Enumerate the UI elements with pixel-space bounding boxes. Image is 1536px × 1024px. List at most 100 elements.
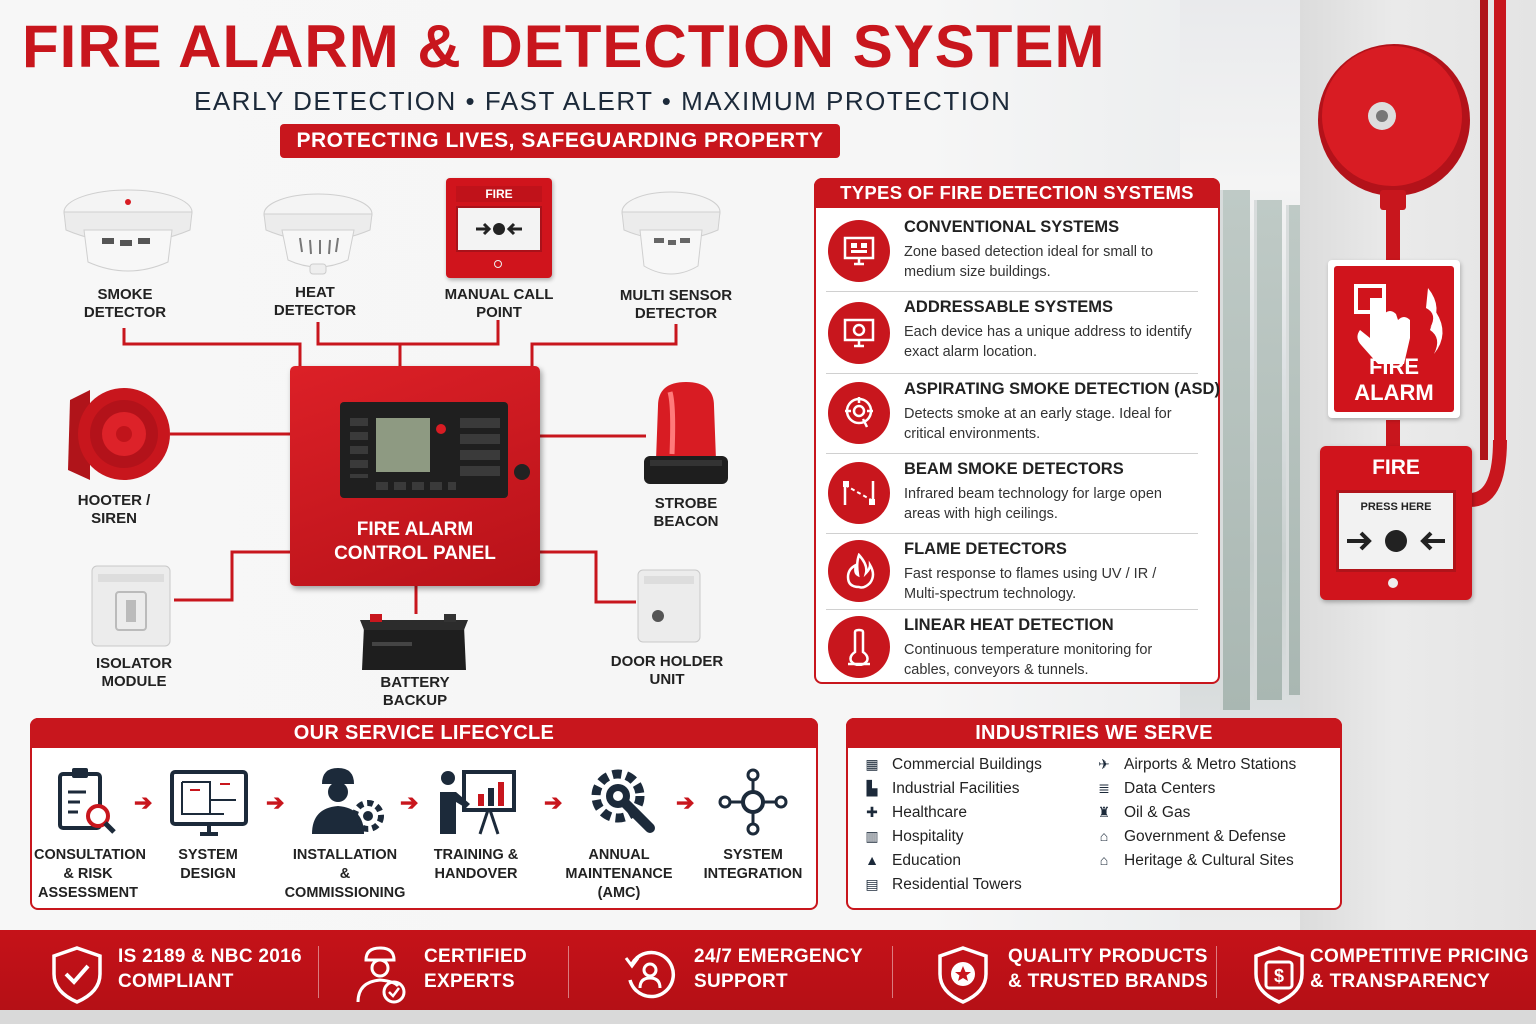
tagline-banner: PROTECTING LIVES, SAFEGUARDING PROPERTY — [280, 124, 840, 158]
fire-alarm-sign: FIRE ALARM — [1328, 260, 1460, 418]
wall-manual-call-point: FIRE PRESS HERE — [1320, 446, 1472, 600]
thermometer-icon — [828, 616, 890, 678]
arrow-right-icon: ➔ — [134, 790, 153, 815]
lifecycle-step-label: SYSTEM INTEGRATION — [703, 847, 803, 882]
aspirating-icon — [828, 382, 890, 444]
multi-sensor-detector-label: MULTI SENSOR DETECTOR — [619, 287, 733, 322]
feature-label: IS 2189 & NBC 2016 COMPLIANT — [118, 946, 302, 992]
industry-item: ✈Airports & Metro Stations — [1096, 756, 1296, 774]
industry-item: ♜Oil & Gas — [1097, 804, 1191, 821]
manual-call-point-image: FIRE — [446, 178, 552, 278]
monitor-address-icon — [828, 302, 890, 364]
support-24-icon — [624, 950, 676, 999]
industries-panel: INDUSTRIES WE SERVE — [846, 718, 1342, 910]
lifecycle-step-label: CONSULTATION & RISK ASSESSMENT — [34, 847, 146, 901]
industry-item: ▦Commercial Buildings — [865, 756, 1042, 773]
mcp-fire-label: FIRE — [456, 186, 542, 202]
hooter-siren-label: HOOTER / SIREN — [77, 492, 151, 527]
page-title: FIRE ALARM & DETECTION SYSTEM — [22, 13, 1106, 80]
clipboard-search-icon — [58, 768, 116, 834]
page-subtitle: EARLY DETECTION • FAST ALERT • MAXIMUM P… — [194, 86, 1012, 116]
panel-display — [340, 402, 508, 498]
manual-call-point-label: MANUAL CALL POINT — [444, 286, 554, 321]
type-title: FLAME DETECTORS — [904, 540, 1067, 558]
service-lifecycle-panel: OUR SERVICE LIFECYCLE — [30, 718, 818, 910]
multi-sensor-detector-image — [621, 191, 721, 275]
smoke-detector-label: SMOKE DETECTOR — [83, 286, 167, 321]
lifecycle-step-label: INSTALLATION & COMMISSIONING — [284, 847, 406, 901]
footer-divider — [318, 946, 319, 998]
footer-divider — [892, 946, 893, 998]
smoke-detector-image — [63, 189, 193, 272]
footer-bar: IS 2189 & NBC 2016 COMPLIANT CERTIFIED E… — [0, 930, 1536, 1024]
monitor-zones-icon — [828, 220, 890, 282]
quality-shield-icon — [938, 946, 988, 1004]
types-heading: TYPES OF FIRE DETECTION SYSTEMS — [814, 178, 1220, 208]
lifecycle-step-label: SYSTEM DESIGN — [178, 847, 238, 882]
feature-label: COMPETITIVE PRICING & TRANSPARENCY — [1310, 946, 1529, 992]
certified-expert-icon — [356, 946, 406, 1004]
type-row: ASPIRATING SMOKE DETECTION (ASD) Detects… — [826, 374, 1220, 454]
isolator-module-label: ISOLATOR MODULE — [95, 655, 173, 690]
hooter-siren-image — [68, 388, 170, 480]
airplane-icon: ✈ — [1098, 756, 1110, 772]
heat-detector-image — [263, 193, 373, 275]
network-icon — [718, 768, 788, 836]
industry-item: ✚Healthcare — [864, 804, 967, 822]
strobe-beacon-label: STROBE BEACON — [653, 495, 719, 530]
battery-backup-image — [360, 614, 468, 670]
footer-divider — [568, 946, 569, 998]
door-holder-unit-image — [637, 569, 701, 643]
engineer-gear-icon — [312, 768, 384, 834]
arrow-right-icon: ➔ — [400, 790, 419, 815]
fire-bell-icon — [1318, 44, 1470, 210]
building-icon: ▦ — [865, 756, 879, 772]
feature-label: CERTIFIED EXPERTS — [424, 946, 527, 992]
industry-item: ▙Industrial Facilities — [864, 780, 1020, 798]
feature-label: QUALITY PRODUCTS & TRUSTED BRANDS — [1008, 946, 1209, 992]
footer-bottom-strip — [0, 1010, 1536, 1024]
type-desc: Each device has a unique address to iden… — [904, 324, 1192, 360]
lifecycle-step-label: TRAINING & HANDOVER — [433, 847, 519, 882]
battery-backup-label: BATTERY BACKUP — [380, 674, 450, 709]
industry-item: ▲Education — [865, 852, 961, 869]
type-row: CONVENTIONAL SYSTEMS Zone based detectio… — [826, 212, 1198, 292]
type-desc: Zone based detection ideal for small to … — [904, 244, 1154, 280]
arrow-right-icon: ➔ — [544, 790, 563, 815]
graduation-cap-icon: ▲ — [865, 852, 879, 868]
blueprint-monitor-icon — [170, 770, 248, 836]
wiring-lines — [122, 320, 678, 614]
wrench-gear-icon — [591, 769, 655, 833]
industry-item: ⌂Government & Defense — [1096, 828, 1286, 846]
type-desc: Continuous temperature monitoring for ca… — [904, 642, 1153, 678]
government-icon: ⌂ — [1099, 828, 1109, 844]
strobe-beacon-image — [644, 382, 728, 484]
fire-alarm-control-panel: FIRE ALARM CONTROL PANEL — [290, 366, 540, 586]
type-title: ASPIRATING SMOKE DETECTION (ASD) — [904, 380, 1220, 398]
type-desc: Infrared beam technology for large open … — [904, 486, 1162, 522]
arrow-right-icon: ➔ — [266, 790, 285, 815]
heat-detector-label: HEAT DETECTOR — [273, 284, 357, 319]
type-title: ADDRESSABLE SYSTEMS — [904, 298, 1114, 316]
industry-item: ▤Residential Towers — [865, 876, 1022, 893]
type-row: BEAM SMOKE DETECTORS Infrared beam techn… — [826, 454, 1198, 534]
svg-text:$: $ — [1274, 966, 1284, 986]
call-point-fire-label: FIRE — [1372, 456, 1420, 479]
beam-icon — [828, 462, 890, 524]
hotel-icon: ▥ — [865, 828, 879, 844]
hand-press-icon — [1354, 284, 1443, 364]
press-arrows-icon — [1347, 530, 1445, 552]
type-desc: Detects smoke at an early stage. Ideal f… — [904, 406, 1172, 442]
type-title: CONVENTIONAL SYSTEMS — [904, 218, 1120, 236]
types-panel: TYPES OF FIRE DETECTION SYSTEMS CONVENTI… — [814, 178, 1220, 684]
lifecycle-step-label: ANNUAL MAINTENANCE (AMC) — [565, 847, 673, 901]
factory-icon: ▙ — [866, 780, 878, 796]
server-icon: ≣ — [1098, 780, 1110, 796]
mcp-arrows-icon — [476, 222, 522, 236]
presentation-icon — [440, 770, 516, 835]
fire-alarm-sign-text: FIRE ALARM — [1354, 354, 1434, 405]
arrow-right-icon: ➔ — [676, 790, 695, 815]
tower-icon: ▤ — [865, 876, 879, 892]
shield-check-icon — [52, 946, 102, 1004]
type-title: LINEAR HEAT DETECTION — [904, 616, 1114, 634]
